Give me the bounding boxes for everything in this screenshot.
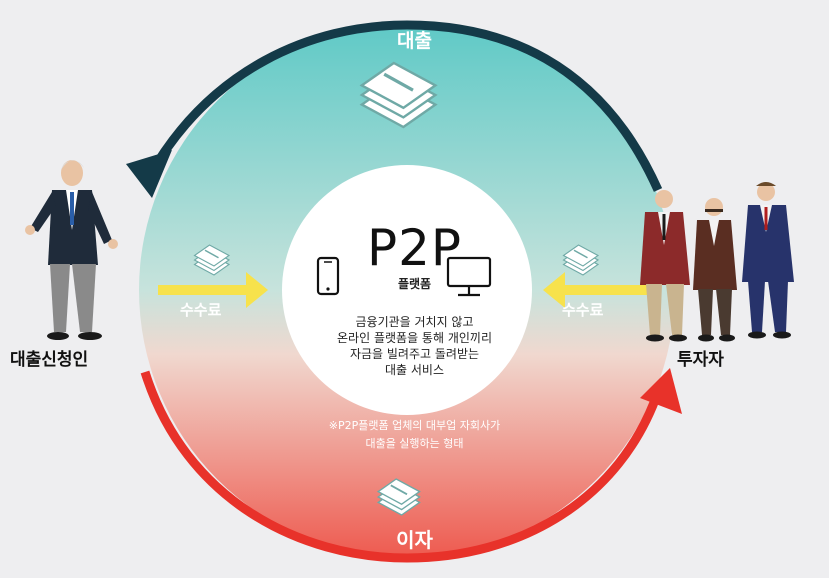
investor-figure bbox=[693, 198, 737, 342]
investor-label: 투자자 bbox=[677, 350, 724, 370]
fee-label-left: 수수료 bbox=[180, 301, 222, 319]
monitor-icon bbox=[446, 256, 492, 297]
platform-description-line: 금융기관을 거치지 않고 bbox=[355, 315, 474, 329]
interest-arrowhead bbox=[640, 368, 682, 414]
interest-arrow bbox=[140, 370, 663, 563]
center-circle bbox=[282, 165, 532, 415]
platform-description-line: 온라인 플랫폼을 통해 개인끼리 bbox=[337, 331, 492, 345]
note-line: 대출을 실행하는 형태 bbox=[365, 437, 464, 450]
interest-label: 이자 bbox=[396, 528, 433, 552]
fee-arrow-left bbox=[158, 272, 268, 308]
loan-arrow bbox=[146, 20, 663, 192]
platform-description-line: 대출 서비스 bbox=[384, 363, 444, 377]
platform-title: P2P bbox=[366, 219, 463, 277]
smartphone-icon bbox=[316, 256, 340, 296]
loan-arrowhead bbox=[126, 150, 172, 198]
platform-subtitle: 플랫폼 bbox=[397, 277, 432, 291]
platform-description-line: 자금을 빌려주고 돌려받는 bbox=[349, 347, 480, 361]
loan-label: 대출 bbox=[397, 30, 432, 52]
investor-figure bbox=[742, 182, 794, 339]
note-line: ※P2P플랫폼 업체의 대부업 자회사가 bbox=[328, 419, 501, 432]
fee-label-right: 수수료 bbox=[562, 301, 604, 319]
investor-figure bbox=[640, 190, 690, 342]
borrower-label: 대출신청인 bbox=[10, 350, 89, 370]
borrower-figure bbox=[25, 160, 118, 340]
fee-arrow-right bbox=[543, 272, 660, 308]
